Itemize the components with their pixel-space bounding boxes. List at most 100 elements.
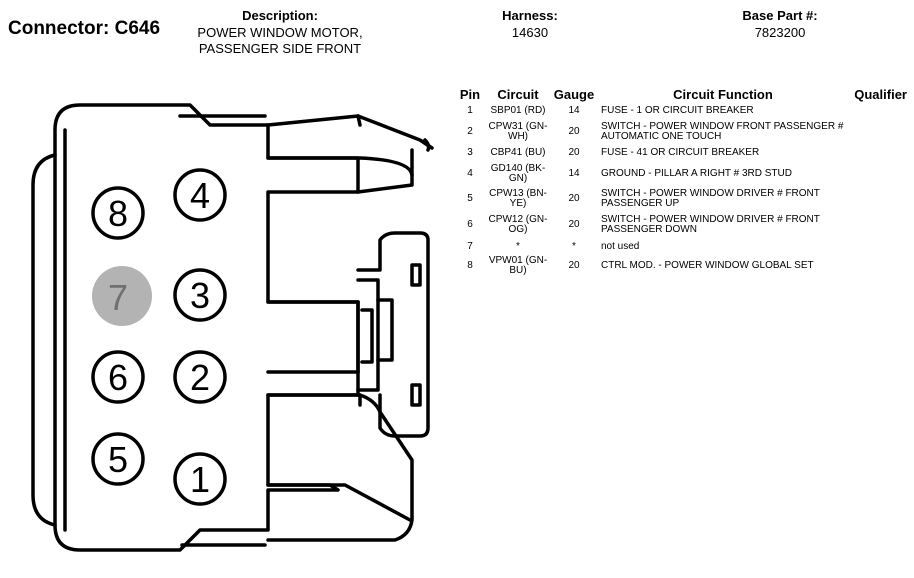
connector-housing-outline [31, 103, 434, 552]
qualifier-cell [849, 256, 907, 276]
gauge-cell: 14 [568, 168, 580, 179]
circuit-function-cell: FUSE - 41 OR CIRCUIT BREAKER [597, 144, 849, 162]
pin-2: 2 [173, 350, 227, 404]
col-header-gauge: Gauge [553, 86, 595, 102]
circuit-function-cell: SWITCH - POWER WINDOW FRONT PASSENGER #A… [597, 120, 849, 144]
qualifier-cell [849, 144, 907, 162]
gauge-cell: 20 [568, 219, 580, 230]
pin-cell: 8 [467, 260, 473, 271]
circuit-line-1: CPW31 (GN- [488, 121, 548, 132]
pin-3: 3 [173, 268, 227, 322]
pin-3-label: 3 [190, 275, 210, 316]
pin-table-body: 1 SBP01 (RD) 14 FUSE - 1 OR CIRCUIT BREAKER… [455, 102, 907, 276]
pin-5: 5 [91, 432, 145, 486]
gauge-cell: 20 [568, 260, 580, 271]
col-header-qualifier: Qualifier [854, 86, 907, 102]
circuit-cell: CPW31 (GN-WH) [485, 120, 551, 144]
circuit-line-2: YE) [509, 198, 527, 209]
pin-6: 6 [91, 350, 145, 404]
harness-title: Harness: [502, 8, 558, 23]
circuit-line-2: OG) [508, 224, 528, 235]
circuit-line-1: SBP01 (RD) [490, 105, 546, 116]
pin-1: 1 [173, 452, 227, 506]
pin-cell: 1 [467, 105, 473, 116]
table-row: 7 * * not used [455, 238, 907, 256]
gauge-cell: * [572, 241, 576, 252]
qualifier-cell [849, 212, 907, 238]
pin-8-label: 8 [108, 193, 128, 234]
harness-value: 14630 [511, 25, 549, 40]
circuit-line-1: CPW12 (GN- [488, 214, 548, 225]
circuit-line-1: CPW13 (BN- [489, 188, 547, 199]
function-line-2: AUTOMATIC ONE TOUCH [601, 131, 722, 142]
gauge-cell: 20 [568, 193, 580, 204]
circuit-cell: CPW12 (GN-OG) [485, 212, 551, 238]
pin-4: 4 [173, 168, 227, 222]
circuit-cell: * [485, 238, 551, 256]
function-line-1: not used [601, 241, 640, 252]
function-line-1: SWITCH - POWER WINDOW DRIVER # FRONT [601, 188, 820, 199]
pin-2-label: 2 [190, 357, 210, 398]
circuit-line-2: BU) [509, 265, 527, 276]
table-row: 8 VPW01 (GN-BU) 20 CTRL MOD. - POWER WINDOW… [455, 256, 907, 276]
qualifier-cell [849, 186, 907, 212]
gauge-cell: 14 [568, 105, 580, 116]
pin-table: Pin Circuit Gauge Circuit Function Quali… [455, 86, 907, 276]
description-line-2: PASSENGER SIDE FRONT [198, 41, 362, 56]
circuit-cell: SBP01 (RD) [485, 102, 551, 120]
pin-7-label: 7 [108, 277, 128, 318]
circuit-line-1: CBP41 (BU) [490, 147, 546, 158]
connector-label: Connector: C646 [8, 18, 161, 39]
pin-8: 8 [91, 186, 145, 240]
gauge-cell: 20 [568, 147, 580, 158]
pin-cell: 6 [467, 219, 473, 230]
circuit-function-cell: FUSE - 1 OR CIRCUIT BREAKER [597, 102, 849, 120]
circuit-line-1: VPW01 (GN- [488, 255, 548, 266]
function-line-1: SWITCH - POWER WINDOW DRIVER # FRONT [601, 214, 820, 225]
pin-cell: 3 [467, 147, 473, 158]
qualifier-cell [849, 120, 907, 144]
circuit-cell: CBP41 (BU) [485, 144, 551, 162]
circuit-cell: GD140 (BK-GN) [485, 162, 551, 186]
pin-5-label: 5 [108, 439, 128, 480]
table-row: 3 CBP41 (BU) 20 FUSE - 41 OR CIRCUIT BREAKE… [455, 144, 907, 162]
description-title: Description: [242, 8, 318, 23]
circuit-line-2: WH) [508, 131, 528, 142]
circuit-function-cell: GROUND - PILLAR A RIGHT # 3RD STUD [597, 162, 849, 186]
function-line-1: SWITCH - POWER WINDOW FRONT PASSENGER # [601, 121, 844, 132]
circuit-function-cell: not used [597, 238, 849, 256]
table-row: 1 SBP01 (RD) 14 FUSE - 1 OR CIRCUIT BREAKER [455, 102, 907, 120]
circuit-function-cell: CTRL MOD. - POWER WINDOW GLOBAL SET [597, 256, 849, 276]
circuit-line-2: GN) [508, 173, 528, 184]
pin-6-label: 6 [108, 357, 128, 398]
function-line-1: CTRL MOD. - POWER WINDOW GLOBAL SET [601, 260, 814, 271]
qualifier-cell [849, 162, 907, 186]
circuit-cell: VPW01 (GN-BU) [485, 256, 551, 276]
pin-cell: 7 [467, 241, 473, 252]
circuit-cell: CPW13 (BN-YE) [485, 186, 551, 212]
description-line-1: POWER WINDOW MOTOR, [197, 25, 363, 40]
function-line-2: PASSENGER DOWN [601, 224, 697, 235]
col-header-circuit: Circuit [497, 86, 539, 102]
gauge-cell: 20 [568, 126, 580, 137]
col-header-circuit-function: Circuit Function [673, 86, 773, 102]
pin-7: 7 [92, 266, 152, 326]
function-line-1: FUSE - 41 OR CIRCUIT BREAKER [601, 147, 760, 158]
description-value: POWER WINDOW MOTOR, PASSENGER SIDE FRONT [160, 25, 400, 57]
pin-table-header: Pin Circuit Gauge Circuit Function Quali… [455, 86, 907, 102]
qualifier-cell [849, 102, 907, 120]
pin-4-label: 4 [190, 175, 210, 216]
circuit-line-1: GD140 (BK- [490, 163, 546, 174]
function-line-1: FUSE - 1 OR CIRCUIT BREAKER [601, 105, 754, 116]
circuit-line-1: * [516, 241, 520, 252]
qualifier-cell [849, 238, 907, 256]
base-part-value: 7823200 [754, 25, 806, 40]
table-row: 6 CPW12 (GN-OG) 20 SWITCH - POWER WINDOW DR… [455, 212, 907, 238]
col-header-pin: Pin [459, 86, 481, 102]
